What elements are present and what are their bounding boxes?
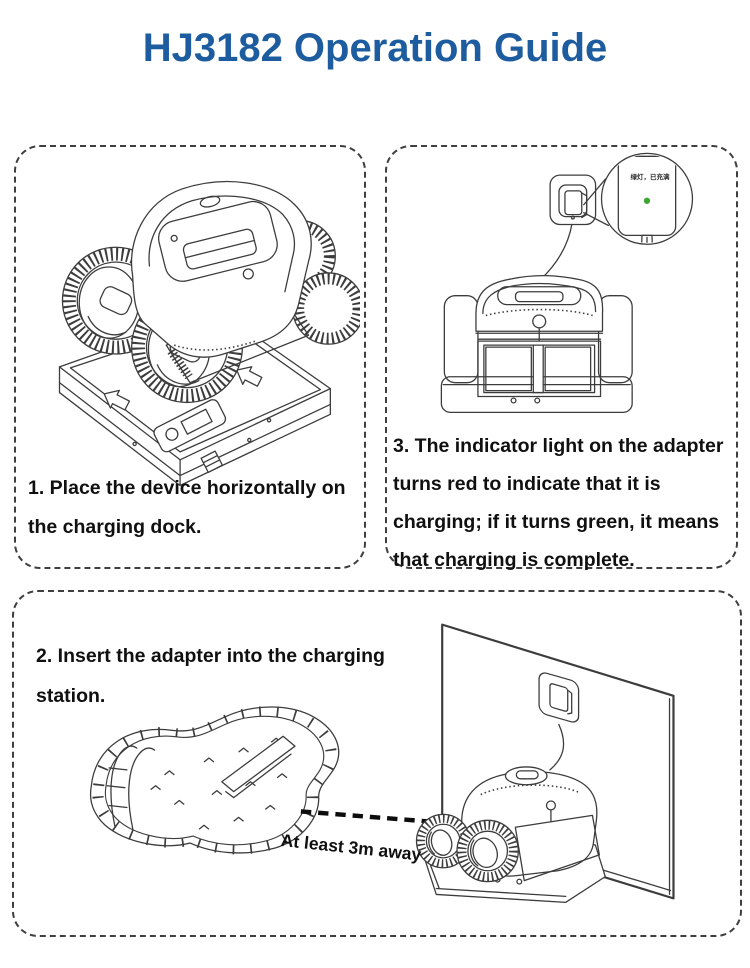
charging-indicator-illustration [440,152,694,413]
distance-dashed-line [300,809,527,832]
dock-center-plate [153,399,227,453]
power-adapter-icon [617,155,677,243]
step3-caption-line3: charging; if it turns green, it means [393,511,720,533]
dock-small-vent [200,450,224,474]
step3-caption: 3. The indicator light on the adapter tu… [393,427,723,579]
panel-step3: 绿灯，已充满 3. The indicator light on the ada… [385,145,738,571]
robot-near-wall-illustration [415,766,606,903]
robot-front-wheel [456,819,519,883]
robot-front-illustration [440,274,633,413]
power-cord [539,223,573,281]
wall-outlet-icon [538,672,580,723]
step1-caption-line2: the charging dock. [28,516,202,538]
diving-board-icon [221,735,296,799]
robot-brush-roller [514,814,600,882]
step3-caption-line1: 3. The indicator light on the adapter [393,435,724,457]
step2-caption: 2. Insert the adapter into the charging … [36,636,385,716]
robot-button [545,800,557,811]
robot-top-handle [158,195,278,282]
pool-illustration [89,706,340,855]
right-tread [597,295,633,384]
adapter-label: 绿灯，已充满 [630,174,670,181]
panel-step1: 1. Place the device horizontally on the … [14,145,366,569]
charging-led-indicator [643,197,651,204]
robot-brush-front [477,340,602,398]
power-cord [549,723,565,771]
step3-caption-line2: turns red to indicate that it is [393,473,661,495]
step3-caption-line4: that charging is complete. [393,549,635,571]
left-tread [443,295,479,384]
page-title: HJ3182 Operation Guide [142,26,608,70]
panel-step2: 2. Insert the adapter into the charging … [12,590,742,937]
ladder-icon [106,745,156,830]
magnifier-callout [583,152,694,245]
robot-button [242,268,254,280]
robot-body [130,180,312,358]
step2-caption-line1: 2. Insert the adapter into the charging [36,645,385,667]
placement-illustration [89,623,675,903]
step1-caption: 1. Place the device horizontally on the … [28,469,346,547]
robot-on-dock-illustration [58,180,360,487]
dock-floor-arrows [103,366,263,411]
robot-dome [475,274,604,332]
wall-outlet-icon [549,174,597,226]
step2-caption-line2: station. [36,685,106,707]
step1-caption-line1: 1. Place the device horizontally on [28,477,346,499]
robot-button [532,314,547,329]
